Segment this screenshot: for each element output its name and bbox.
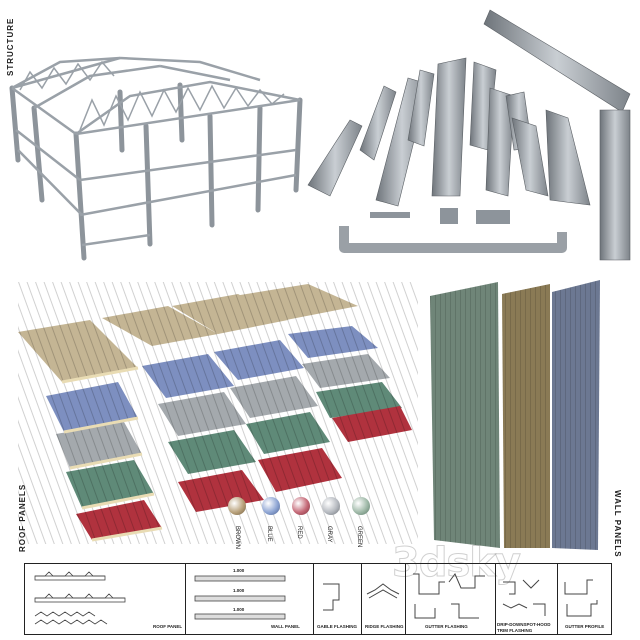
drip-downspot-cell: DRIP-DOWNSPOT-HOOD TRIM FLASHING bbox=[495, 564, 558, 634]
wall-panel-caption: WALL PANEL bbox=[271, 624, 300, 629]
dim-label-1: 1.000 bbox=[233, 568, 245, 573]
swatch-label-red: RED bbox=[296, 526, 302, 539]
swatch-blue bbox=[262, 497, 280, 515]
wall-panels-label: WALL PANELS bbox=[613, 490, 622, 558]
ridge-flashing-cell: RIDGE FLASHING bbox=[361, 564, 406, 634]
profile-drawings-strip: ROOF PANEL 1.000 1.000 1.000 WALL PANEL … bbox=[24, 563, 612, 635]
wall-panel-profile-cell: 1.000 1.000 1.000 WALL PANEL bbox=[185, 564, 314, 634]
swatch-green bbox=[352, 497, 370, 515]
swatch-red bbox=[292, 497, 310, 515]
ridge-flashing-caption: RIDGE FLASHING bbox=[365, 624, 404, 629]
dim-label-2: 1.000 bbox=[233, 588, 245, 593]
gutter-flashing-caption: GUTTER FLASHING bbox=[425, 624, 468, 629]
swatch-label-blue: BLUE bbox=[266, 526, 272, 542]
roof-panels-label: ROOF PANELS bbox=[18, 483, 27, 552]
roof-panel-profile-cell: ROOF PANEL bbox=[25, 564, 186, 634]
wall-panels bbox=[430, 280, 600, 550]
dim-label-3: 1.000 bbox=[233, 607, 245, 612]
gutter-profile-cell: GUTTER PROFILE bbox=[557, 564, 613, 634]
roof-panel-caption: ROOF PANEL bbox=[153, 624, 183, 629]
gutter-flashing-cell: GUTTER FLASHING bbox=[405, 564, 496, 634]
drip-downspot-caption: DRIP-DOWNSPOT-HOOD TRIM FLASHING bbox=[497, 622, 551, 633]
gutter-profile-caption: GUTTER PROFILE bbox=[565, 624, 605, 629]
gable-flashing-caption: GABLE FLASHING bbox=[317, 624, 357, 629]
gable-flashing-cell: GABLE FLASHING bbox=[313, 564, 362, 634]
flashing-components bbox=[307, 9, 631, 261]
swatch-label-gray: GRAY bbox=[326, 526, 332, 543]
swatch-brown bbox=[228, 497, 246, 515]
swatch-gray bbox=[322, 497, 340, 515]
roof-panels-stack bbox=[18, 282, 418, 544]
steel-frame-structure bbox=[9, 56, 303, 261]
swatch-label-brown: BROWN bbox=[234, 526, 240, 549]
swatch-label-green: GREEN bbox=[356, 526, 362, 548]
